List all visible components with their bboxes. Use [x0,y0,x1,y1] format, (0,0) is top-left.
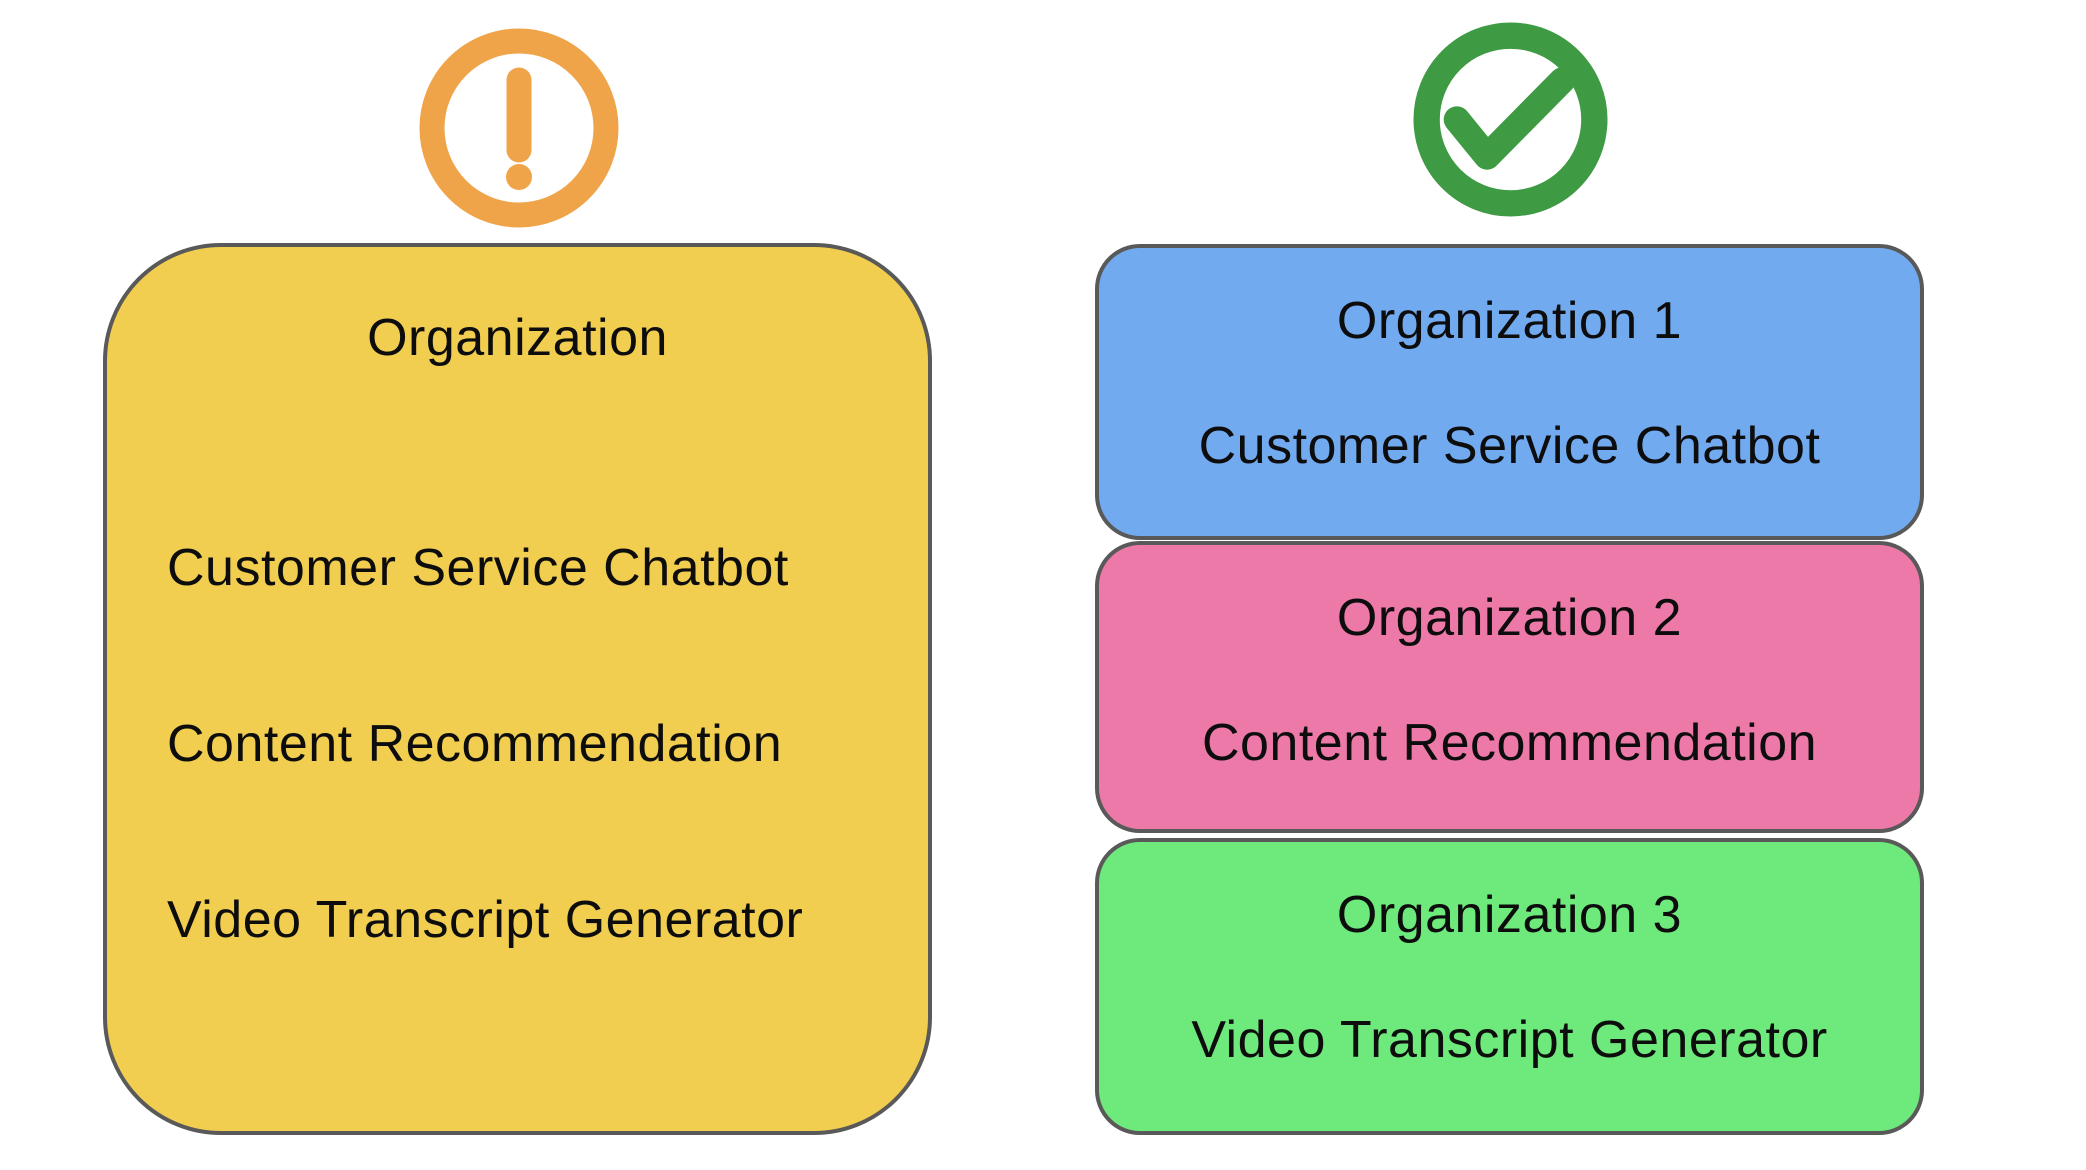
organization-1-box: Organization 1 Customer Service Chatbot [1095,244,1924,540]
organization-1-title: Organization 1 [1336,292,1683,350]
check-circle-icon [1413,22,1608,217]
project-item-video-transcript-generator: Video Transcript Generator [167,891,804,949]
single-organization-box: Organization Customer Service Chatbot Co… [103,243,932,1135]
project-item-customer-service-chatbot: Customer Service Chatbot [167,539,789,597]
organization-3-title: Organization 3 [1336,886,1683,944]
organization-box-title: Organization [367,309,668,367]
organization-project-list: Customer Service Chatbot Content Recomme… [167,533,928,955]
organization-3-project: Video Transcript Generator [1191,1011,1828,1069]
project-item-content-recommendation: Content Recommendation [167,715,783,773]
organization-1-project: Customer Service Chatbot [1198,417,1821,475]
warning-icon [419,28,619,228]
organization-3-box: Organization 3 Video Transcript Generato… [1095,838,1924,1135]
organization-2-title: Organization 2 [1336,589,1683,647]
organization-2-box: Organization 2 Content Recommendation [1095,541,1924,833]
organization-2-project: Content Recommendation [1201,714,1818,772]
